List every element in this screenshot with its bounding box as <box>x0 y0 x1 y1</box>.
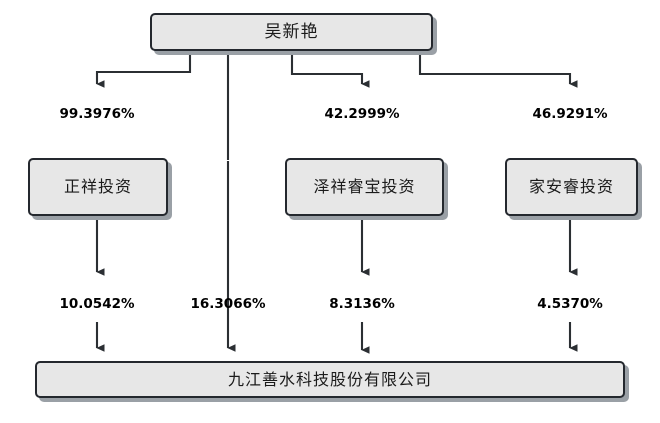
edge-root-to-jiananrui <box>418 51 578 88</box>
node-target-label: 九江善水科技股份有限公司 <box>227 369 432 389</box>
pct-zexiangruibao-to-target: 8.3136% <box>329 296 395 312</box>
pct-root-to-jiananrui: 46.9291% <box>532 106 608 122</box>
node-jiananrui-investment: 家安睿投资 <box>505 158 638 216</box>
pct-jiananrui-to-target: 4.5370% <box>537 296 603 312</box>
node-zexiangruibao-label: 泽祥睿宝投资 <box>313 177 416 196</box>
node-zexiangruibao-investment: 泽祥睿宝投资 <box>285 158 444 216</box>
node-zhengxiang-label: 正祥投资 <box>63 177 132 196</box>
node-jiananrui-label: 家安睿投资 <box>528 177 614 196</box>
pct-root-to-zhengxiang: 99.3976% <box>59 106 135 122</box>
pct-root-to-zexiangruibao: 42.2999% <box>324 106 400 122</box>
pct-root-direct-to-target: 16.3066% <box>190 296 266 312</box>
pct-zhengxiang-to-target: 10.0542% <box>59 296 135 312</box>
edge-root-to-zexiangruibao <box>290 51 370 88</box>
node-target-company: 九江善水科技股份有限公司 <box>35 361 625 398</box>
edge-root-to-zhengxiang <box>95 51 192 88</box>
node-root-label: 吴新艳 <box>264 21 319 42</box>
node-zhengxiang-investment: 正祥投资 <box>28 158 168 216</box>
node-root-shareholder: 吴新艳 <box>150 13 433 51</box>
